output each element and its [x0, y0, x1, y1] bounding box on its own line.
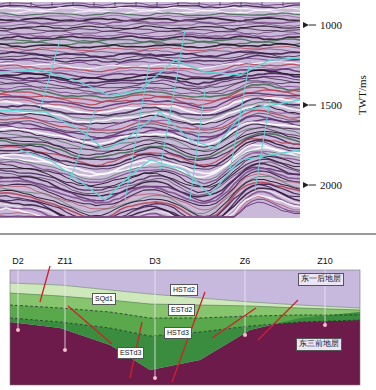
surface-dashed: [10, 305, 360, 318]
trace-tick: [73, 2, 74, 6]
seismic-reflector: [0, 18, 300, 22]
fault-line: [258, 300, 298, 340]
well-track: [18, 270, 19, 330]
seismic-reflector: [0, 34, 300, 37]
section-frame: [10, 270, 360, 385]
time-value: 1500: [320, 99, 342, 111]
fault-line: [125, 60, 150, 200]
time-tick-line: [309, 105, 316, 106]
upper-strata-ground: [10, 270, 360, 385]
trace-tick: [115, 2, 116, 6]
separator-line: [0, 234, 376, 235]
well-bottom: [16, 328, 20, 332]
time-tick-line: [309, 25, 316, 26]
seismic-reflector: [0, 36, 300, 40]
trace-tick: [262, 2, 263, 6]
layer-label-box: ESTd2: [168, 304, 195, 316]
well-name: Z11: [58, 257, 73, 267]
fault-line: [40, 266, 50, 302]
fault-line: [212, 308, 256, 338]
seismic-reflector: [0, 192, 300, 217]
lower-green-band: [10, 312, 360, 370]
well-bottom: [243, 333, 247, 337]
seismic-reflector: [0, 196, 300, 217]
trace-tick: [136, 2, 137, 6]
fault-line: [40, 40, 60, 110]
seismic-reflector: [0, 44, 300, 48]
trace-tick: [94, 2, 95, 6]
fault-line: [230, 60, 250, 170]
trace-tick: [178, 2, 179, 6]
fault-line: [68, 306, 112, 344]
seismic-reflector: [0, 196, 300, 217]
seismic-reflector: [0, 10, 300, 13]
seismic-reflector: [0, 31, 300, 34]
layer-label: 东三前地层: [299, 340, 339, 349]
seismic-reflector: [0, 3, 300, 6]
layer-label: HSTd3: [167, 329, 189, 337]
layer-label-box: 东三前地层: [296, 338, 342, 351]
seismic-reflector: [0, 190, 300, 217]
well-bottom: [153, 376, 157, 380]
well-track: [155, 270, 156, 378]
well-name: D2: [12, 257, 24, 267]
seismic-reflector: [0, 5, 300, 8]
layer-label-box: HSTd3: [164, 327, 192, 339]
layer-label-box: SQd1: [92, 293, 116, 305]
well-bottom: [63, 348, 67, 352]
well-name: D3: [149, 257, 161, 267]
time-value: 2000: [320, 179, 342, 191]
seismic-reflector: [0, 199, 300, 217]
horizon-line: [0, 58, 300, 96]
horizon-line: [0, 100, 300, 150]
layer-label-box: ESTd3: [117, 347, 144, 359]
well-track: [65, 270, 66, 350]
seismic-ground: [0, 2, 300, 218]
well-name: Z10: [317, 257, 333, 267]
layer-label: ESTd3: [120, 349, 141, 357]
fault-line: [255, 100, 270, 190]
trace-tick: [220, 2, 221, 6]
seismic-reflector: [0, 28, 300, 31]
trace-tick: [10, 2, 11, 6]
time-tick-line: [309, 185, 316, 186]
well-name: Z6: [240, 257, 251, 267]
seismic-reflector: [0, 179, 300, 216]
layer-label: HSTd2: [173, 286, 195, 294]
layer-label: ESTd2: [171, 306, 192, 314]
axis-title: TWT/ms: [356, 75, 368, 115]
time-tick: [303, 102, 309, 108]
seismic-reflector: [0, 122, 300, 145]
seismic-reflector: [0, 188, 300, 217]
fault-line: [190, 90, 205, 200]
seismic-reflector: [0, 26, 300, 30]
layer-label-box: HSTd2: [170, 284, 198, 296]
layer-label-box: 东一后地层: [298, 273, 344, 286]
fault-line: [70, 110, 95, 180]
fault-line: [160, 30, 185, 170]
time-value: 1000: [320, 19, 342, 31]
layer-label: 东一后地层: [301, 275, 341, 284]
trace-tick: [157, 2, 158, 6]
well-bottom: [323, 323, 327, 327]
trace-tick: [52, 2, 53, 6]
seismic-reflector: [0, 202, 300, 217]
layer-label: SQd1: [95, 295, 113, 303]
trace-tick: [199, 2, 200, 6]
well-track: [245, 270, 246, 335]
trace-tick: [241, 2, 242, 6]
time-tick: [303, 182, 309, 188]
trace-tick: [283, 2, 284, 6]
time-tick: [303, 22, 309, 28]
trace-tick: [31, 2, 32, 6]
seismic-reflector: [0, 47, 300, 51]
seismic-reflector: [0, 13, 300, 16]
